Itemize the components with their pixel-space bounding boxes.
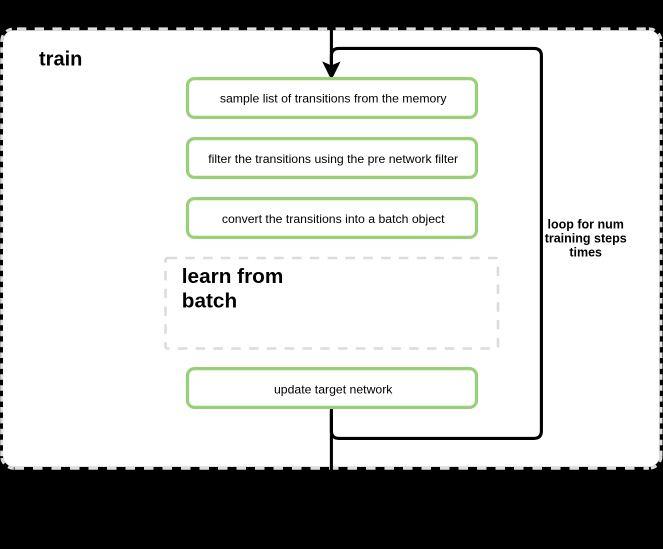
svg-text:times: times (569, 246, 602, 260)
svg-text:train: train (39, 48, 82, 70)
svg-text:update target network: update target network (274, 383, 393, 397)
svg-text:sample list of transitions fro: sample list of transitions from the memo… (220, 92, 448, 106)
svg-text:loop for num: loop for num (548, 218, 624, 232)
svg-text:convert the transitions into a: convert the transitions into a batch obj… (222, 212, 445, 226)
svg-text:learn from: learn from (182, 265, 283, 288)
svg-text:batch: batch (182, 289, 237, 312)
svg-text:training steps: training steps (545, 232, 627, 246)
svg-text:filter the transitions using t: filter the transitions using the pre net… (208, 152, 458, 166)
